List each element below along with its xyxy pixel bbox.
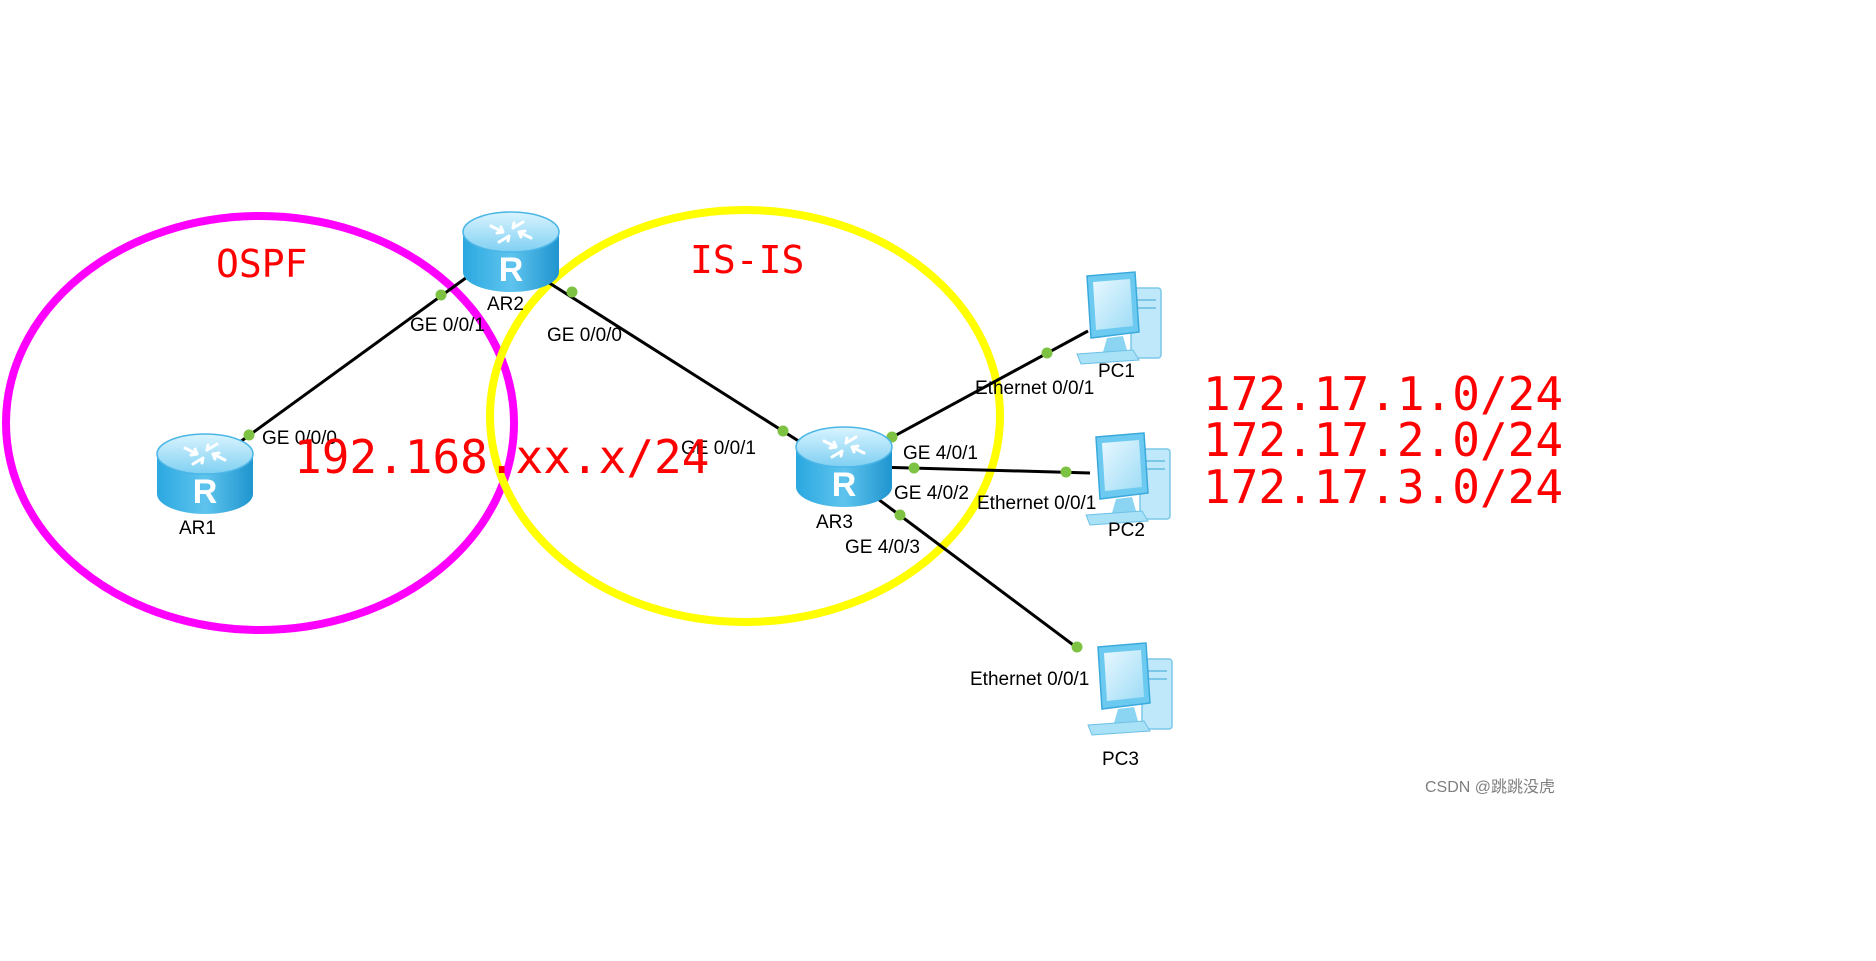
interface-label-ar2-ge001: GE 0/0/1 (410, 315, 485, 336)
pc-icon-pc3[interactable] (1087, 642, 1173, 736)
port-dot-pc1-eth (1041, 347, 1053, 359)
interface-label-pc3-eth: Ethernet 0/0/1 (970, 669, 1089, 690)
pc-network-label-1: 172.17.1.0/24 (1203, 367, 1563, 421)
interface-label-ar2-ge000: GE 0/0/0 (547, 325, 622, 346)
port-dot-ar3-ge403 (894, 509, 906, 521)
router-icon-ar1[interactable] (155, 432, 255, 516)
ospf-area-label: OSPF (216, 242, 308, 286)
port-dot-ar3-ge402 (908, 462, 920, 474)
interface-label-pc1-eth: Ethernet 0/0/1 (975, 378, 1094, 399)
device-label-pc2: PC2 (1108, 520, 1145, 541)
device-label-pc3: PC3 (1102, 749, 1139, 770)
port-dot-ar1-ge000 (243, 429, 255, 441)
link-ar2-ar3 (531, 270, 809, 449)
router-icon-ar3[interactable] (794, 425, 894, 509)
link-ar3-pc1 (875, 329, 1089, 448)
interface-label-ar3-ge401: GE 4/0/1 (903, 443, 978, 464)
pc-icon-pc2[interactable] (1085, 432, 1171, 526)
port-dot-pc2-eth (1060, 466, 1072, 478)
port-dot-ar2-ge001 (435, 289, 447, 301)
ospf-network-label: 192.168.xx.x/24 (294, 430, 709, 484)
interface-label-ar3-ge402: GE 4/0/2 (894, 483, 969, 504)
device-label-pc1: PC1 (1098, 361, 1135, 382)
port-dot-ar3-ge001 (777, 425, 789, 437)
interface-label-pc2-eth: Ethernet 0/0/1 (977, 493, 1096, 514)
link-ar3-pc2 (875, 465, 1091, 475)
isis-area-ellipse (486, 206, 1004, 626)
port-dot-pc3-eth (1071, 641, 1083, 653)
isis-area-label: IS-IS (690, 238, 804, 282)
device-label-ar3: AR3 (816, 512, 853, 533)
router-icon-ar2[interactable] (461, 210, 561, 294)
device-label-ar1: AR1 (179, 518, 216, 539)
device-label-ar2: AR2 (487, 294, 524, 315)
port-dot-ar2-ge000 (566, 286, 578, 298)
pc-icon-pc1[interactable] (1076, 271, 1162, 365)
link-ar1-ar2 (239, 270, 475, 444)
ospf-area-ellipse (2, 212, 518, 634)
interface-label-ar3-ge403: GE 4/0/3 (845, 537, 920, 558)
pc-network-label-2: 172.17.2.0/24 (1203, 413, 1563, 467)
watermark: CSDN @跳跳没虎 (1425, 778, 1555, 796)
interface-label-ar3-ge001: GE 0/0/1 (681, 438, 756, 459)
interface-label-ar1-ge000: GE 0/0/0 (262, 428, 337, 449)
pc-network-label-3: 172.17.3.0/24 (1203, 460, 1563, 514)
